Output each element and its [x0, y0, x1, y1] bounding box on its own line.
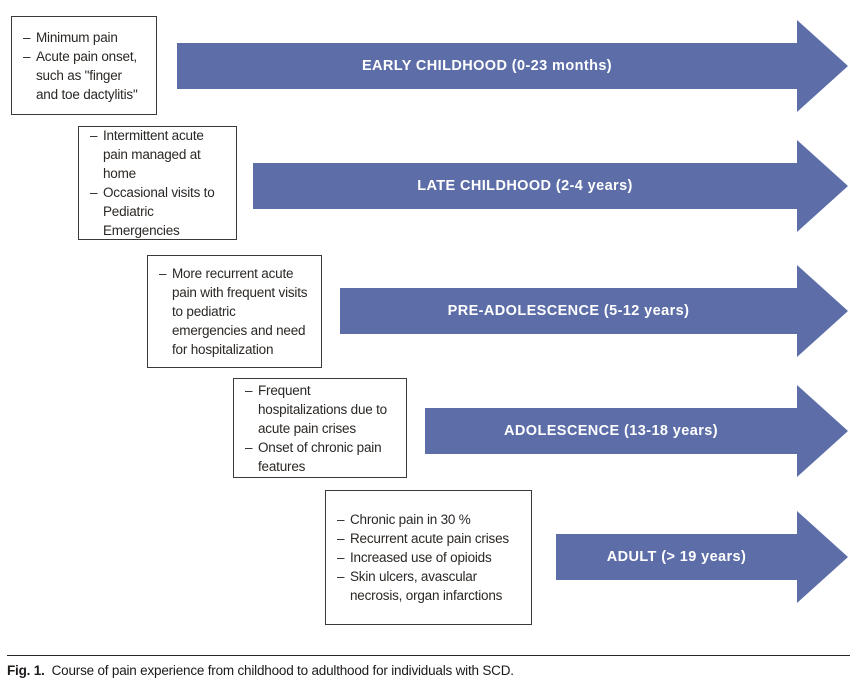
note-item: Intermittent acute pain managed at home — [90, 126, 227, 183]
arrow-label-late-childhood: LATE CHILDHOOD (2-4 years) — [417, 178, 633, 194]
note-item: Increased use of opioids — [337, 548, 522, 567]
arrow-adult: ADULT (> 19 years) — [556, 511, 848, 603]
arrow-head-icon — [797, 511, 848, 603]
arrow-body: ADOLESCENCE (13-18 years) — [425, 408, 797, 454]
figure-caption-text: Course of pain experience from childhood… — [51, 663, 514, 678]
arrow-label-early-childhood: EARLY CHILDHOOD (0-23 months) — [361, 58, 613, 74]
note-item: Minimum pain — [23, 28, 147, 47]
arrow-early-childhood: EARLY CHILDHOOD (0-23 months) — [177, 20, 848, 112]
arrow-head-icon — [797, 20, 848, 112]
figure-caption: Fig. 1. Course of pain experience from ch… — [7, 663, 514, 678]
note-item: Chronic pain in 30 % — [337, 510, 522, 529]
arrow-pre-adolescence: PRE-ADOLESCENCE (5-12 years) — [340, 265, 848, 357]
note-item: Frequent hospitalizations due to acute p… — [245, 381, 397, 438]
note-box-early-childhood: Minimum painAcute pain onset, such as "f… — [11, 16, 157, 115]
note-box-late-childhood: Intermittent acute pain managed at homeO… — [78, 126, 237, 240]
arrow-head-icon — [797, 385, 848, 477]
arrow-label-pre-adolescence: PRE-ADOLESCENCE (5-12 years) — [447, 303, 690, 319]
figure-caption-label: Fig. 1. — [7, 663, 45, 678]
arrow-head-icon — [797, 140, 848, 232]
note-box-pre-adolescence: More recurrent acute pain with frequent … — [147, 255, 322, 368]
arrow-body: EARLY CHILDHOOD (0-23 months) — [177, 43, 797, 89]
note-item: Occasional visits to Pediatric Emergenci… — [90, 183, 227, 240]
note-list-pre-adolescence: More recurrent acute pain with frequent … — [159, 264, 312, 359]
arrow-body: PRE-ADOLESCENCE (5-12 years) — [340, 288, 797, 334]
note-list-adult: Chronic pain in 30 %Recurrent acute pain… — [337, 510, 522, 605]
arrow-adolescence: ADOLESCENCE (13-18 years) — [425, 385, 848, 477]
note-list-late-childhood: Intermittent acute pain managed at homeO… — [90, 126, 227, 240]
note-box-adult: Chronic pain in 30 %Recurrent acute pain… — [325, 490, 532, 625]
arrow-late-childhood: LATE CHILDHOOD (2-4 years) — [253, 140, 848, 232]
note-list-adolescence: Frequent hospitalizations due to acute p… — [245, 381, 397, 476]
note-item: Onset of chronic pain features — [245, 438, 397, 476]
arrow-head-icon — [797, 265, 848, 357]
arrow-label-adolescence: ADOLESCENCE (13-18 years) — [504, 423, 718, 439]
note-box-adolescence: Frequent hospitalizations due to acute p… — [233, 378, 407, 478]
note-item: More recurrent acute pain with frequent … — [159, 264, 312, 359]
arrow-body: LATE CHILDHOOD (2-4 years) — [253, 163, 797, 209]
note-item: Acute pain onset, such as "finger and to… — [23, 47, 147, 104]
arrow-label-adult: ADULT (> 19 years) — [606, 549, 747, 565]
arrow-body: ADULT (> 19 years) — [556, 534, 797, 580]
note-list-early-childhood: Minimum painAcute pain onset, such as "f… — [23, 28, 147, 104]
note-item: Skin ulcers, avascular necrosis, organ i… — [337, 567, 522, 605]
caption-divider — [7, 655, 850, 656]
note-item: Recurrent acute pain crises — [337, 529, 522, 548]
